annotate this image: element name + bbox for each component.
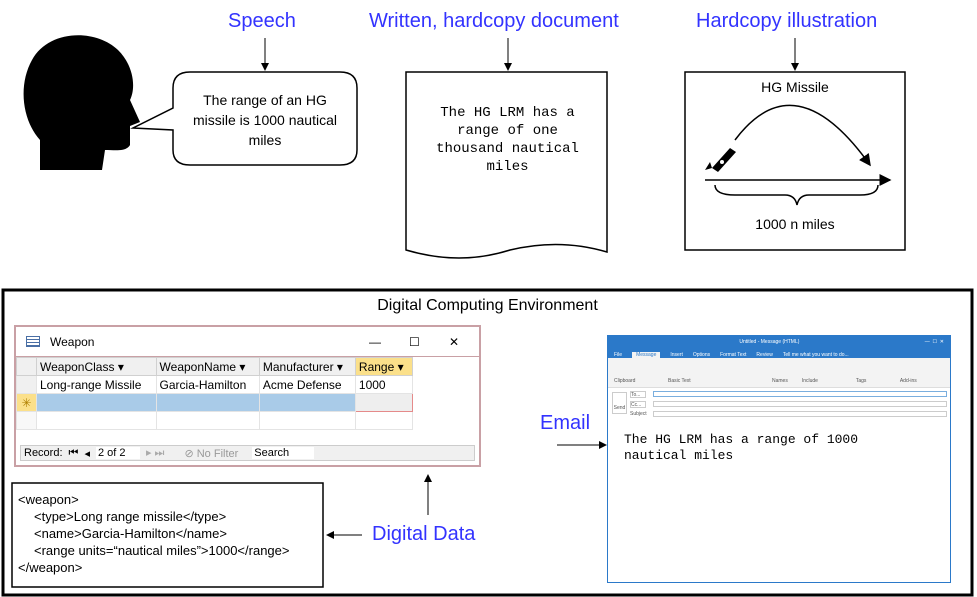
record-input[interactable]: 2 of 2 — [95, 447, 140, 459]
column-header[interactable]: WeaponName ▾ — [155, 357, 260, 376]
new-row: ✳ — [16, 393, 479, 412]
cell[interactable]: Garcia-Hamilton — [155, 375, 260, 394]
column-header[interactable]: WeaponClass ▾ — [36, 357, 157, 376]
brace — [714, 184, 879, 206]
document-label: Written, hardcopy document — [369, 10, 619, 32]
tab-insert[interactable]: Insert — [670, 352, 683, 358]
tab-message[interactable]: Message — [632, 352, 661, 358]
environment-title: Digital Computing Environment — [377, 297, 598, 314]
illustration-title: HG Missile — [761, 79, 829, 95]
document-text: The HG LRM has a range of one thousand n… — [436, 105, 579, 175]
search-input[interactable]: Search — [252, 447, 315, 459]
window-controls[interactable]: — ☐ ✕ — [924, 339, 944, 345]
access-table-window: Weapon — ☐ ✕ WeaponClass ▾ WeaponName ▾ … — [14, 325, 481, 467]
to-button[interactable]: To... — [630, 391, 646, 398]
tab-format-text[interactable]: Format Text — [720, 352, 747, 358]
filter-button[interactable]: ⊘ No Filter — [184, 447, 239, 460]
window-title: Weapon — [50, 334, 95, 349]
document-shape — [405, 71, 608, 259]
illustration-distance: 1000 n miles — [755, 216, 835, 232]
first-record-button[interactable]: ⏮ — [68, 446, 79, 459]
minimize-button[interactable]: — — [369, 334, 381, 349]
subject-field[interactable] — [653, 411, 947, 417]
speech-label: Speech — [228, 10, 296, 32]
cell[interactable]: Long-range Missile — [36, 375, 157, 394]
cc-button[interactable]: Cc... — [630, 401, 646, 408]
email-label: Email — [540, 412, 591, 434]
xml-box — [11, 482, 324, 588]
tab-review[interactable]: Review — [756, 352, 773, 358]
column-header[interactable]: Manufacturer ▾ — [258, 357, 356, 376]
record-navigator: Record: ⏮◂ 2 of 2 ▸ ⏭ ⊘ No Filter Search — [20, 445, 475, 461]
next-record-button[interactable]: ▸ ⏭ — [145, 447, 165, 459]
prev-record-button[interactable]: ◂ — [84, 447, 90, 460]
speech-bubble — [130, 71, 358, 166]
to-field[interactable] — [653, 391, 947, 397]
head-silhouette-icon — [23, 35, 141, 170]
cell[interactable]: Acme Defense — [258, 375, 356, 394]
tab-options[interactable]: Options — [692, 352, 711, 358]
cc-field[interactable] — [653, 401, 947, 407]
close-button[interactable]: ✕ — [449, 334, 460, 349]
maximize-button[interactable]: ☐ — [409, 334, 420, 349]
digital-data-label: Digital Data — [372, 523, 476, 545]
tell-me-input[interactable]: Tell me what you want to do... — [782, 352, 849, 358]
xml-data: <weapon> <type>Long range missile</type>… — [18, 492, 290, 575]
rocket-icon — [705, 148, 736, 172]
outlook-message-window: Untitled - Message (HTML)— ☐ ✕ File Mess… — [607, 335, 951, 583]
tab-file[interactable]: File — [614, 352, 623, 358]
environment-box — [1, 288, 974, 597]
column-header[interactable]: Range ▾ — [354, 357, 414, 376]
speech-text: The range of an HG missile is 1000 nauti… — [193, 92, 337, 148]
email-body[interactable]: The HG LRM has a range of 1000 nautical … — [624, 432, 859, 463]
send-button[interactable]: Send — [612, 392, 627, 414]
table-icon — [26, 336, 40, 347]
cell[interactable]: 1000 — [354, 375, 414, 394]
illustration-label: Hardcopy illustration — [696, 10, 878, 32]
new-record-icon: ✳ — [16, 393, 37, 412]
